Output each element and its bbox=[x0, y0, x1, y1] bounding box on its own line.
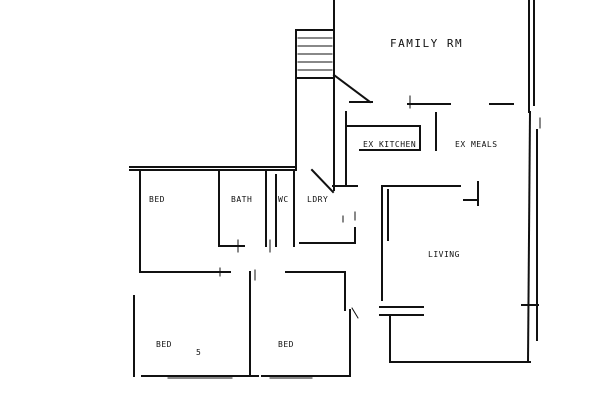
room-label-family: FAMILY RM bbox=[390, 37, 464, 50]
wall-east-lower bbox=[526, 110, 532, 364]
room-label-wc: WC bbox=[278, 195, 289, 204]
door-tick-7 bbox=[351, 307, 359, 319]
room-label-bed3: BED bbox=[278, 340, 294, 349]
room-label-kitchen: EX KITCHEN bbox=[363, 140, 417, 149]
room-mark-bed2: 5 bbox=[196, 348, 202, 357]
room-label-bed2: BED bbox=[156, 340, 172, 349]
hall-diag bbox=[332, 73, 372, 104]
room-label-laundry: LDRY bbox=[307, 195, 329, 204]
room-label-meals: EX MEALS bbox=[455, 140, 498, 149]
room-label-bath: BATH bbox=[231, 195, 253, 204]
room-label-living: LIVING bbox=[428, 250, 460, 259]
ldry-diag bbox=[310, 168, 335, 194]
room-label-bed1: BED bbox=[149, 195, 165, 204]
